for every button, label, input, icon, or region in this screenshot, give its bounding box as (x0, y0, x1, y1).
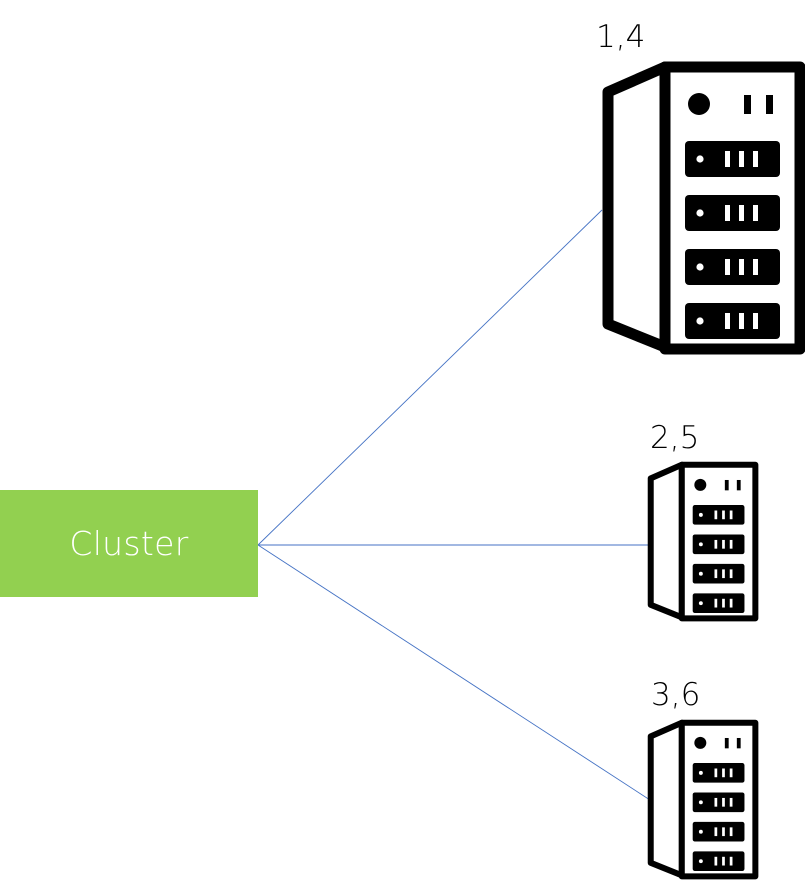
server-rack-icon (608, 67, 800, 349)
server-label-3: 3,6 (651, 677, 701, 713)
cluster-node: Cluster (0, 490, 258, 597)
cluster-label: Cluster (69, 524, 189, 563)
server-label-1: 1,4 (596, 19, 646, 55)
connector-line-1 (257, 209, 603, 546)
server-rack-icon (651, 723, 756, 877)
server-label-2: 2,5 (650, 420, 700, 456)
connector-line-3 (257, 544, 651, 801)
server-rack-icon (651, 465, 756, 619)
